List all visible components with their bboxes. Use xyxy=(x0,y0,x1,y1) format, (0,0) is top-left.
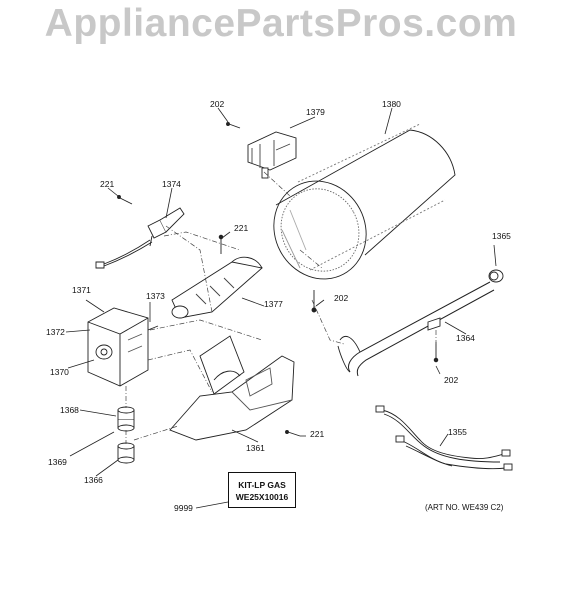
label-1355: 1355 xyxy=(448,427,467,437)
kit-box: KIT-LP GAS WE25X10016 xyxy=(228,472,296,508)
label-1365: 1365 xyxy=(492,231,511,241)
burner-tube xyxy=(273,123,456,280)
label-202-right: 202 xyxy=(444,375,459,385)
label-1371: 1371 xyxy=(72,285,91,295)
label-1370: 1370 xyxy=(50,367,69,377)
watermark: AppliancePartsPros.com xyxy=(44,2,518,45)
label-221-mid: 221 xyxy=(234,223,249,233)
label-1372: 1372 xyxy=(46,327,65,337)
kit-title: KIT-LP GAS xyxy=(238,480,286,490)
igniter xyxy=(95,207,185,269)
gas-valve xyxy=(87,307,159,387)
label-1380: 1380 xyxy=(382,99,401,109)
screw-202-top xyxy=(226,122,241,129)
orifice-fittings xyxy=(117,406,135,464)
pipe-cap xyxy=(488,269,504,283)
burner-base xyxy=(169,335,295,441)
flame-sensor xyxy=(247,131,297,179)
label-1374: 1374 xyxy=(162,179,181,189)
kit-part-number: WE25X10016 xyxy=(235,492,289,502)
label-1366: 1366 xyxy=(84,475,103,485)
label-221-bottom: 221 xyxy=(310,429,325,439)
art-number: (ART NO. WE439 C2) xyxy=(425,503,504,512)
label-202-mid: 202 xyxy=(334,293,349,303)
gas-pipe xyxy=(337,281,495,377)
label-9999: 9999 xyxy=(174,503,193,513)
screw-202-mid xyxy=(311,290,317,313)
label-221-left: 221 xyxy=(100,179,115,189)
assembly-lines xyxy=(125,171,437,444)
burner-bracket xyxy=(171,256,263,319)
screw-221-left xyxy=(117,195,133,205)
label-1377: 1377 xyxy=(264,299,283,309)
label-1364: 1364 xyxy=(456,333,475,343)
label-1361: 1361 xyxy=(246,443,265,453)
label-1368: 1368 xyxy=(60,405,79,415)
label-1369: 1369 xyxy=(48,457,67,467)
screw-221-bottom xyxy=(285,430,301,437)
label-1379: 1379 xyxy=(306,107,325,117)
wire-harness xyxy=(375,405,513,471)
leader-lines xyxy=(65,107,497,509)
label-1373: 1373 xyxy=(146,291,165,301)
screw-202-right xyxy=(433,342,439,363)
label-202-top: 202 xyxy=(210,99,225,109)
